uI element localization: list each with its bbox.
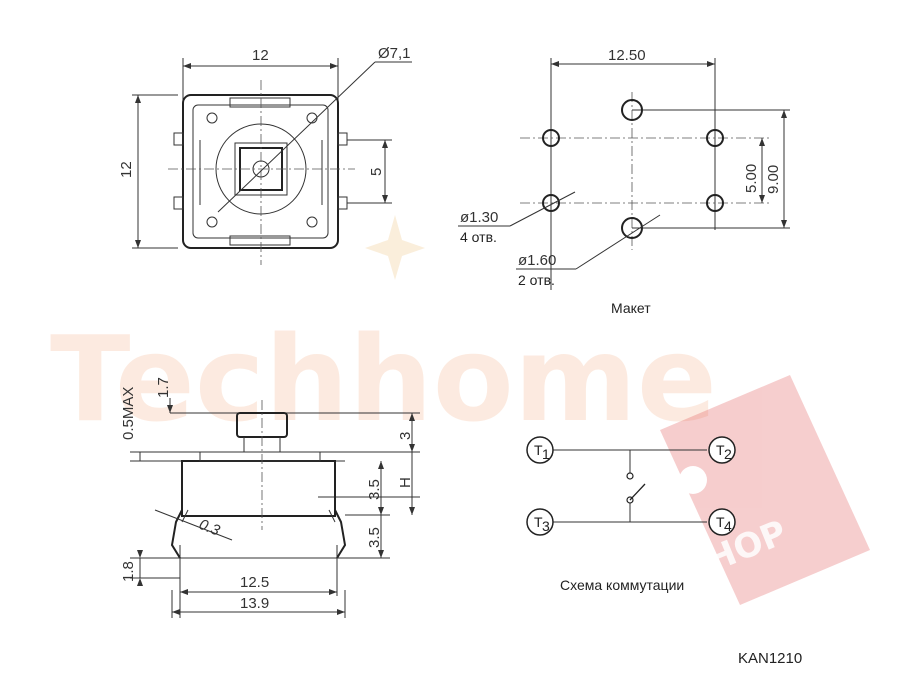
side-body-label: 3.5 <box>366 479 383 500</box>
svg-text:T: T <box>534 442 543 458</box>
layout-view: 12.50 5.00 9.00 ø1.30 4 отв. ø1.6 <box>458 47 790 316</box>
switch-schematic: T 1 T 2 T 3 T 4 Схема коммутации <box>526 436 736 593</box>
layout-holes <box>542 99 724 239</box>
terminal-t3: T 3 <box>526 508 554 536</box>
layout-large-hole-label: ø1.60 <box>518 252 556 269</box>
layout-spacing-label: 5.00 <box>743 164 760 193</box>
top-spacing-label: 5 <box>368 168 385 176</box>
top-diameter-label: Ø7,1 <box>378 45 411 62</box>
side-pin-label: 1.8 <box>120 561 137 582</box>
side-cap-height-label: 1.7 <box>155 377 172 398</box>
svg-text:3: 3 <box>542 518 550 534</box>
svg-text:4: 4 <box>724 518 732 534</box>
terminal-t2: T 2 <box>708 436 736 464</box>
svg-text:T: T <box>716 514 725 530</box>
schematic-caption: Схема коммутации <box>560 577 684 593</box>
terminal-t1: T 1 <box>526 436 554 464</box>
shop-tag-icon <box>660 375 870 605</box>
top-width-label: 12 <box>252 47 269 64</box>
terminal-t4: T 4 <box>708 508 736 536</box>
watermark-brand: Techhome <box>50 310 717 448</box>
svg-text:T: T <box>534 514 543 530</box>
layout-width-label: 12.50 <box>608 47 646 64</box>
svg-text:1: 1 <box>542 446 550 462</box>
top-view: 12 12 Ø7,1 <box>118 45 412 265</box>
layout-small-hole-label: ø1.30 <box>460 209 498 226</box>
side-inner-width-label: 12.5 <box>240 574 269 591</box>
layout-height-label: 9.00 <box>765 165 782 194</box>
layout-caption: Макет <box>611 300 651 316</box>
side-view: 1.7 0.5MAX 1.8 3 3.5 H 3.5 0.3 12.5 13.9 <box>120 377 420 618</box>
watermark: Techhome SHOP <box>50 215 870 605</box>
svg-text:2: 2 <box>724 446 732 462</box>
side-h-label: H <box>397 477 414 488</box>
side-leg-label: 3.5 <box>366 527 383 548</box>
top-height-label: 12 <box>118 161 135 178</box>
part-number: KAN1210 <box>738 650 802 667</box>
sparkle-icon <box>365 215 425 280</box>
side-cap-label: 3 <box>397 432 414 440</box>
side-thickness-label: 0.3 <box>197 516 223 540</box>
side-max-label: 0.5MAX <box>120 387 137 440</box>
layout-small-hole-count: 4 отв. <box>460 229 497 245</box>
svg-text:T: T <box>716 442 725 458</box>
side-outer-width-label: 13.9 <box>240 595 269 612</box>
layout-large-hole-count: 2 отв. <box>518 272 555 288</box>
